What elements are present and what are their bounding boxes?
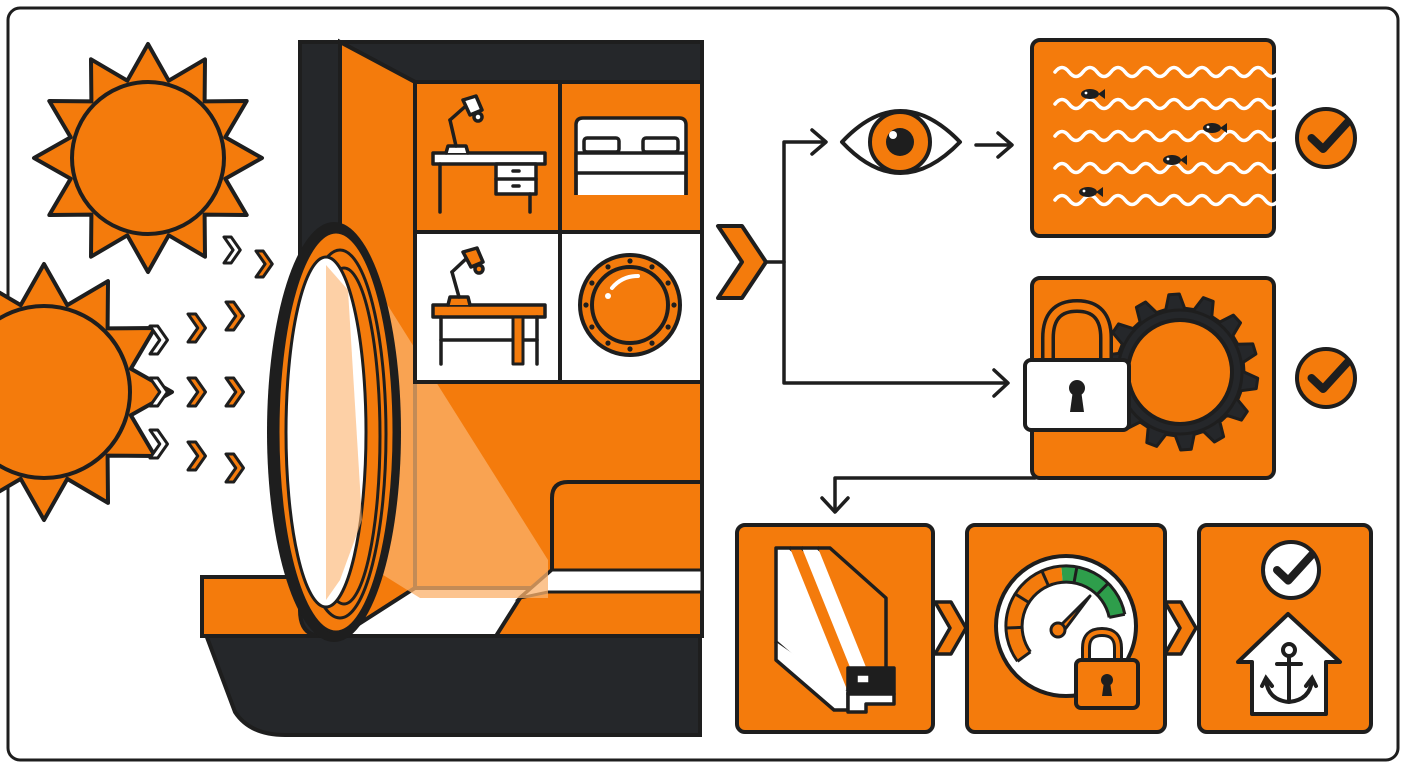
security-panel [1023,276,1276,480]
chevron-arrows-icon [148,235,307,484]
pipeline-step-home [1197,523,1373,734]
porthole-icon [578,253,682,357]
flow-chevron [933,600,968,656]
double-glazed-frame-icon [774,546,896,714]
desk-lamp-icon [431,94,547,214]
check-icon [1295,347,1357,409]
eye-icon [840,109,962,175]
sea-waves-fish-icon [1030,38,1281,238]
gauge-lock-icon [994,554,1140,710]
sun-icon [0,262,174,522]
pipeline-step-frame [735,523,935,734]
desk-lamp-icon [431,246,547,366]
hull-base [202,630,702,737]
check-icon [1261,540,1321,600]
branch-connector [764,128,1037,514]
bed-icon [574,116,688,195]
flow-chevron [1163,600,1198,656]
pipeline-step-gauge [965,523,1167,734]
anchor-home-check-icon [1236,612,1342,716]
room-grid [413,80,704,384]
padlock-icon [1023,298,1131,432]
sun-icon [32,42,264,274]
check-icon [1295,107,1357,169]
flow-chevron [716,224,768,300]
